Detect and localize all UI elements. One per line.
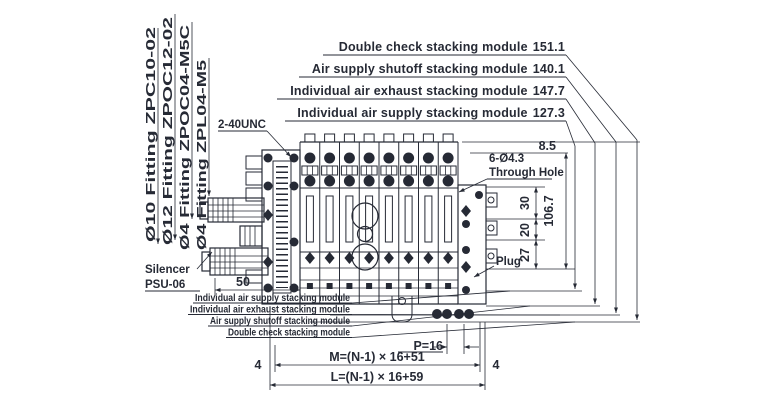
through-hole-label-2: Through Hole: [489, 167, 564, 179]
left-fitting-labels: Ø10 Fitting ZPC10-02 Ø12 Fitting ZPOC12-…: [143, 14, 211, 250]
dim-overall-height: 106.7: [542, 195, 556, 226]
fitting-label-zpoc04: Ø4 Fitting ZPOC04-M5C: [177, 24, 192, 250]
plug-label: Plug: [496, 256, 521, 268]
dim-mount-formula: M=(N-1) × 16+51: [329, 350, 425, 364]
thread-note: 2-40UNC: [218, 119, 292, 158]
silencer-body: [209, 247, 269, 276]
bottom-dimensions: P=16 M=(N-1) × 16+51 4 4 L=(N-1) × 16+59: [255, 306, 500, 390]
left-fittings: [199, 197, 269, 276]
through-hole-label-1: 6-Ø4.3: [489, 153, 524, 165]
bottom-callout-air-supply: Individual air supply stacking module: [195, 292, 350, 304]
double-check-port-lower: [351, 243, 379, 271]
fitting-label-zpl04: Ø4 Fitting ZPL04-M5: [194, 60, 209, 250]
fitting-label-zpoc12: Ø12 Fitting ZPOC12-02: [160, 17, 175, 245]
dim-mid-height: 20: [518, 223, 532, 237]
double-check-port-upper: [351, 202, 379, 230]
fitting-label-zpc10: Ø10 Fitting ZPC10-02: [143, 27, 158, 242]
dim-top-offset: 8.5: [539, 139, 556, 153]
dim-edge-left: 4: [255, 358, 262, 372]
silencer-callout: Silencer PSU-06 50: [145, 251, 301, 306]
right-end-plate: [457, 184, 498, 305]
dim-lower-height: 27: [518, 248, 532, 262]
silencer-label-2: PSU-06: [145, 279, 185, 291]
dim-pitch: P=16: [413, 339, 443, 353]
bottom-callout-air-shutoff: Air supply shutoff stacking module: [210, 315, 350, 327]
dim-upper-height: 30: [518, 196, 532, 210]
dim-length-formula: L=(N-1) × 16+59: [331, 370, 424, 384]
bottom-callout-double-check: Double check stacking module: [228, 327, 350, 339]
left-end-plate: [245, 149, 301, 305]
silencer-label-1: Silencer: [145, 264, 190, 276]
thread-spec-label: 2-40UNC: [218, 119, 266, 131]
bottom-callouts: Individual air supply stacking module In…: [188, 290, 576, 339]
dim-edge-right: 4: [493, 358, 500, 372]
right-dimensions: 8.5 30 20 27 106.7 6-Ø4.3 Through Hole P…: [458, 139, 640, 278]
dim-silencer-width: 50: [236, 275, 250, 289]
